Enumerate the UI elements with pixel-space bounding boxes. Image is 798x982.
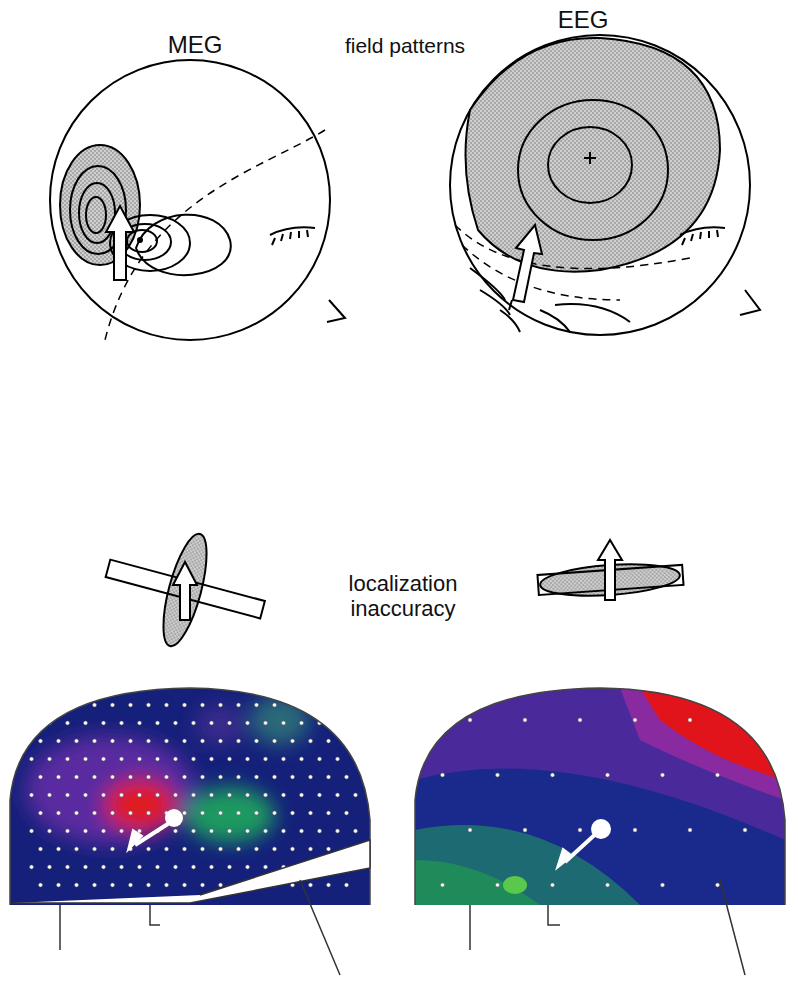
column-heading: MEG [135, 31, 255, 59]
row-label: field patterns [320, 34, 490, 58]
eeg-localization [537, 540, 683, 600]
eeg-map [415, 688, 785, 975]
meg-localization [106, 530, 265, 650]
meg-map [10, 688, 370, 975]
column-heading: EEG [523, 6, 643, 34]
eeg-head [450, 35, 760, 335]
meg-head [50, 60, 345, 340]
row-label: localization inaccuracy [328, 571, 478, 622]
